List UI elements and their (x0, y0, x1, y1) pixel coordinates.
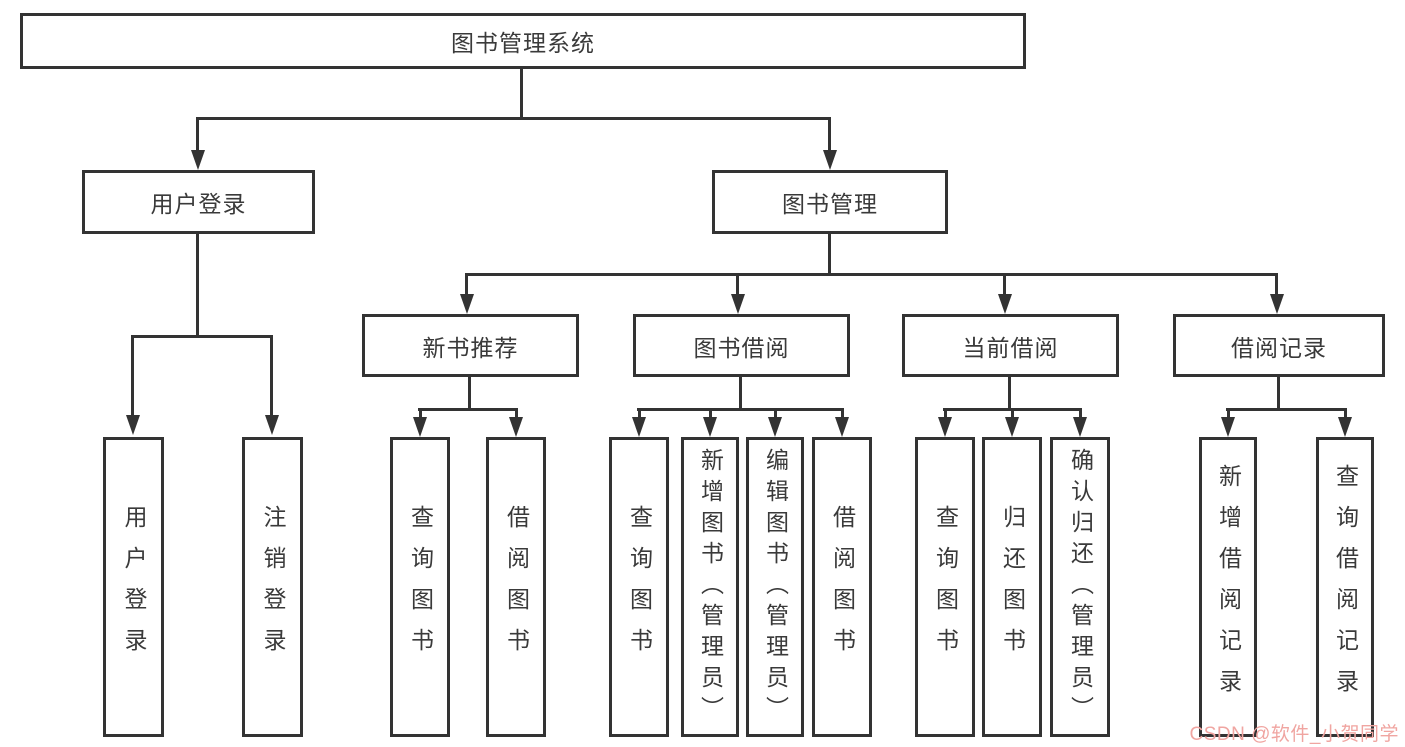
arrowhead-down-icon (413, 417, 427, 437)
connector-line (638, 408, 641, 419)
node-book-management: 图书管理 (712, 170, 948, 234)
leaf-borrow-add-books-admin-label: 新增图书（管理员） (697, 447, 724, 727)
leaf-current-confirm-return-admin-label: 确认归还（管理员） (1067, 447, 1094, 727)
arrowhead-down-icon (191, 150, 205, 170)
connector-line (1008, 377, 1011, 411)
connector-line (270, 335, 273, 416)
leaf-logout-label: 注销登录 (260, 505, 286, 669)
connector-line (196, 117, 199, 151)
leaf-current-return-books-label: 归还图书 (999, 505, 1026, 669)
leaf-current-confirm-return-admin: 确认归还（管理员） (1050, 437, 1110, 737)
node-user-login: 用户登录 (82, 170, 315, 234)
leaf-rec-borrow-books-label: 借阅图书 (503, 505, 530, 669)
node-borrow-records: 借阅记录 (1173, 314, 1385, 377)
arrowhead-down-icon (998, 294, 1012, 314)
arrowhead-down-icon (1073, 417, 1087, 437)
connector-line (1344, 408, 1347, 419)
node-current-borrowing: 当前借阅 (902, 314, 1119, 377)
connector-line (1003, 273, 1006, 295)
leaf-borrow-borrow-books: 借阅图书 (812, 437, 872, 737)
arrowhead-down-icon (632, 417, 646, 437)
connector-line (515, 408, 518, 419)
leaf-user-login: 用户登录 (103, 437, 164, 737)
leaf-borrow-add-books-admin: 新增图书（管理员） (681, 437, 739, 737)
connector-line (465, 273, 468, 295)
node-book-borrowing: 图书借阅 (633, 314, 850, 377)
arrowhead-down-icon (1270, 294, 1284, 314)
connector-line (841, 408, 844, 419)
connector-line (1277, 377, 1280, 411)
leaf-rec-borrow-books: 借阅图书 (486, 437, 546, 737)
arrowhead-down-icon (731, 294, 745, 314)
connector-line (419, 408, 422, 419)
connector-line (196, 234, 199, 338)
connector-line (736, 273, 739, 295)
leaf-records-query-record: 查询借阅记录 (1316, 437, 1374, 737)
connector-line (944, 408, 947, 419)
connector-line (1079, 408, 1082, 419)
leaf-logout: 注销登录 (242, 437, 303, 737)
arrowhead-down-icon (823, 150, 837, 170)
leaf-borrow-edit-books-admin: 编辑图书（管理员） (746, 437, 804, 737)
arrowhead-down-icon (1221, 417, 1235, 437)
leaf-user-login-label: 用户登录 (121, 505, 147, 669)
arrowhead-down-icon (768, 417, 782, 437)
connector-line (196, 117, 831, 120)
leaf-current-query-books-label: 查询图书 (932, 505, 959, 669)
connector-line (774, 408, 777, 419)
leaf-rec-query-books-label: 查询图书 (407, 505, 434, 669)
arrowhead-down-icon (460, 294, 474, 314)
arrowhead-down-icon (835, 417, 849, 437)
connector-line (637, 408, 844, 411)
connector-line (465, 273, 1278, 276)
connector-line (709, 408, 712, 419)
arrowhead-down-icon (938, 417, 952, 437)
arrowhead-down-icon (126, 415, 140, 435)
node-root: 图书管理系统 (20, 13, 1026, 69)
connector-line (131, 335, 273, 338)
leaf-records-query-record-label: 查询借阅记录 (1332, 464, 1359, 710)
leaf-records-add-record-label: 新增借阅记录 (1215, 464, 1242, 710)
arrowhead-down-icon (509, 417, 523, 437)
arrowhead-down-icon (1338, 417, 1352, 437)
leaf-borrow-query-books-label: 查询图书 (626, 505, 653, 669)
connector-line (468, 377, 471, 411)
connector-line (131, 335, 134, 416)
connector-line (418, 408, 518, 411)
arrowhead-down-icon (265, 415, 279, 435)
connector-line (1275, 273, 1278, 295)
connector-line (828, 117, 831, 151)
arrowhead-down-icon (703, 417, 717, 437)
leaf-current-return-books: 归还图书 (982, 437, 1042, 737)
leaf-current-query-books: 查询图书 (915, 437, 975, 737)
connector-line (520, 68, 523, 118)
arrowhead-down-icon (1005, 417, 1019, 437)
leaf-records-add-record: 新增借阅记录 (1199, 437, 1257, 737)
connector-line (1227, 408, 1230, 419)
connector-line (828, 234, 831, 276)
leaf-rec-query-books: 查询图书 (390, 437, 450, 737)
connector-line (1226, 408, 1347, 411)
connector-line (739, 377, 742, 411)
connector-line (1011, 408, 1014, 419)
leaf-borrow-edit-books-admin-label: 编辑图书（管理员） (762, 447, 789, 727)
watermark: CSDN @软件_小贺同学 (1189, 724, 1399, 745)
leaf-borrow-borrow-books-label: 借阅图书 (829, 505, 856, 669)
leaf-borrow-query-books: 查询图书 (609, 437, 669, 737)
node-new-book-recommend: 新书推荐 (362, 314, 579, 377)
